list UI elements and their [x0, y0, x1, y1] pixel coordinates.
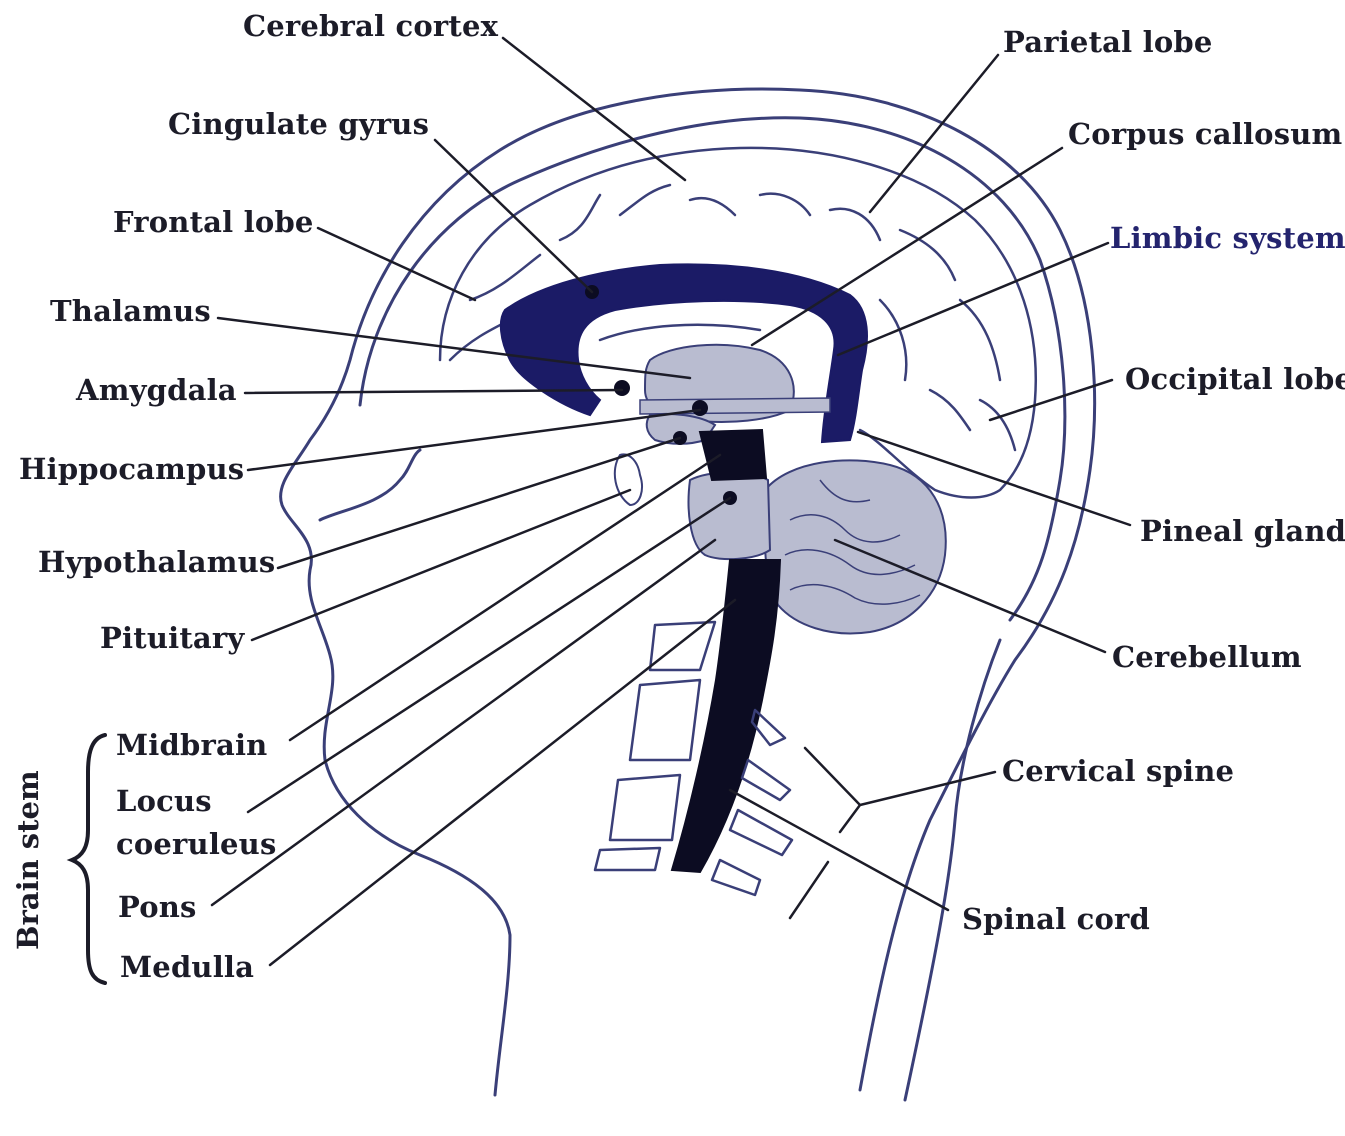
amygdala-dot — [614, 380, 630, 396]
label-cingulate-gyrus: Cingulate gyrus — [168, 110, 429, 139]
label-limbic-system: Limbic system — [1110, 224, 1345, 253]
cervical-bracket-low — [790, 862, 828, 918]
leader-midbrain — [290, 455, 720, 740]
brain-stem-brace — [72, 735, 105, 983]
leader-cervical-spine — [840, 772, 995, 832]
label-pons: Pons — [118, 893, 197, 922]
pituitary-shape — [615, 454, 642, 505]
leader-pituitary — [252, 490, 630, 640]
label-corpus-callosum: Corpus callosum — [1068, 120, 1342, 149]
cerebellum-shape — [765, 460, 946, 633]
label-locus-line1: Locus — [116, 787, 212, 816]
corpus-callosum-band — [640, 398, 830, 414]
label-midbrain: Midbrain — [116, 731, 267, 760]
leader-cervical-spine-b — [805, 748, 860, 805]
leader-limbic-system — [838, 243, 1108, 355]
label-amygdala: Amygdala — [76, 376, 237, 405]
label-frontal-lobe: Frontal lobe — [113, 208, 314, 237]
face-profile — [320, 450, 420, 520]
leader-cingulate-gyrus — [435, 140, 592, 292]
label-thalamus: Thalamus — [50, 297, 211, 326]
label-cervical-spine: Cervical spine — [1002, 757, 1234, 786]
label-cerebral-cortex: Cerebral cortex — [243, 12, 498, 41]
head-outline-outer — [281, 89, 1095, 1095]
label-cerebellum: Cerebellum — [1112, 643, 1302, 672]
label-brain-stem: Brain stem — [14, 770, 43, 950]
leader-medulla — [270, 600, 735, 965]
label-locus-line2: coeruleus — [116, 830, 277, 859]
label-hypothalamus: Hypothalamus — [38, 548, 275, 577]
label-hippocampus: Hippocampus — [19, 455, 244, 484]
label-pituitary: Pituitary — [100, 624, 244, 653]
brainstem-shape — [700, 430, 766, 480]
label-occipital-lobe: Occipital lobe — [1125, 365, 1345, 394]
leader-hippocampus — [248, 410, 700, 470]
hippocampus-dot — [692, 400, 708, 416]
label-spinal-cord: Spinal cord — [962, 905, 1150, 934]
label-medulla: Medulla — [120, 953, 254, 982]
leader-frontal-lobe — [318, 228, 475, 300]
label-parietal-lobe: Parietal lobe — [1003, 28, 1213, 57]
leader-spinal-cord — [730, 790, 948, 910]
label-pineal-gland: Pineal gland — [1140, 517, 1345, 546]
leader-thalamus — [218, 318, 690, 378]
leader-pons — [212, 540, 715, 905]
leader-cerebral-cortex — [503, 38, 685, 180]
